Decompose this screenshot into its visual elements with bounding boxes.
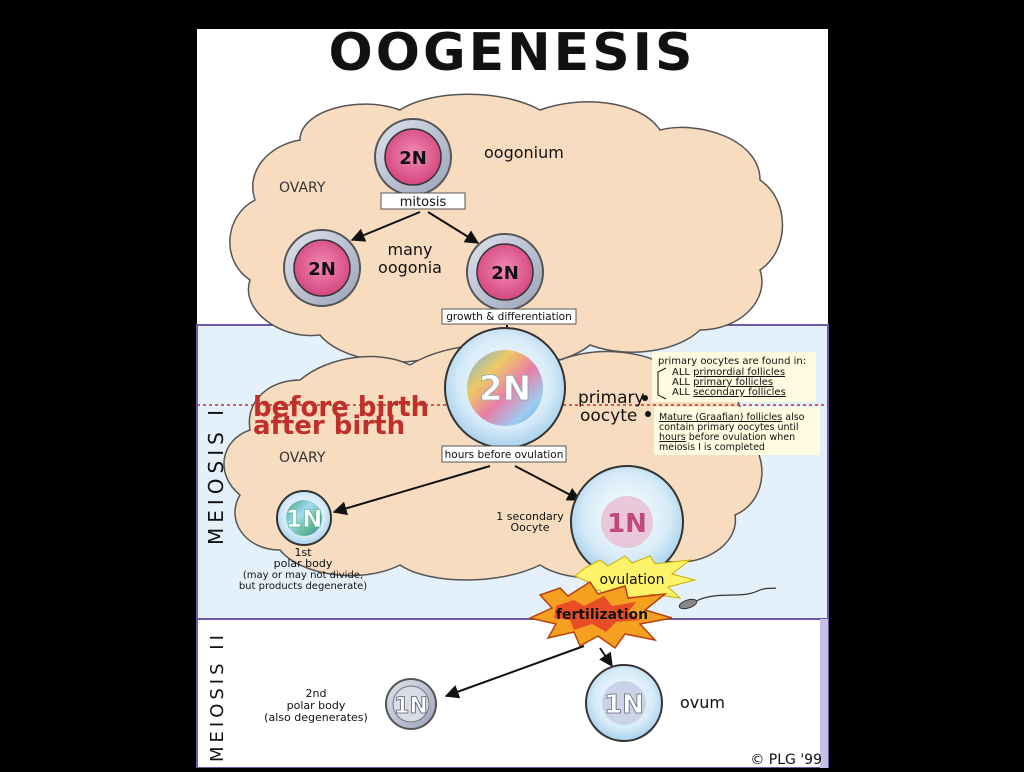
note-mature-line2: contain primary oocytes until (659, 422, 799, 433)
growth-label: growth & differentiation (446, 311, 571, 323)
oogonia-left-ploidy: 2N (308, 259, 336, 280)
note-mature-line3: hours before ovulation when (659, 432, 795, 443)
secondary-oocyte-ploidy: 1N (607, 509, 647, 539)
meiosis-1-label: MEIOSIS I (204, 405, 228, 545)
primary-oocyte-cell: 2N (444, 327, 566, 449)
secondary-line2: Oocyte (510, 521, 549, 534)
before-birth-label: before birth (253, 391, 429, 423)
arrow-to-polar-body-1 (332, 465, 491, 516)
arrow-mitosis-left (350, 211, 421, 242)
note-mature-line1-rest: also (782, 412, 804, 423)
oogonium-cell: 2N (374, 118, 452, 196)
primary-label: primary (578, 388, 645, 408)
note-mature-line3-link: hours (659, 432, 686, 443)
polar-body-2-cell: 1N (385, 678, 437, 730)
bullet-oocyte (645, 411, 651, 417)
arrow-mitosis-right (427, 211, 480, 244)
growth-box (441, 308, 577, 325)
ovary-label-top: OVARY (279, 180, 326, 196)
copyright-label: © PLG '99 (750, 752, 822, 768)
note-primary-item3-prefix: ALL (672, 387, 693, 398)
note-mature-line1: Mature (Graafian) follicles also (659, 412, 805, 423)
sperm-icon (678, 587, 777, 610)
polar2-line2: polar body (287, 699, 346, 712)
note-mature-follicles: Mature (Graafian) follicles also contain… (654, 407, 820, 455)
fertilization-label: fertilization (556, 607, 648, 623)
polar2-line3: (also degenerates) (264, 711, 368, 724)
polar2-line1: 2nd (306, 687, 327, 700)
secondary-line1: 1 secondary (496, 510, 564, 523)
note-mature-line4: meiosis I is completed (659, 442, 765, 453)
hours-label: hours before ovulation (445, 449, 564, 461)
meiosis-2-label: MEIOSIS II (207, 631, 228, 762)
arrow-to-polar-body-2 (444, 645, 585, 699)
note-primary-item2-link: primary follicles (693, 377, 773, 388)
note-primary-line1: primary oocytes are found in: (658, 356, 806, 367)
secondary-oocyte-cell: 1N (570, 465, 684, 579)
note-mature-line1-link: Mature (Graafian) follicles (659, 412, 782, 423)
ovum-label: ovum (680, 693, 725, 712)
ovum-ploidy: 1N (604, 690, 644, 720)
oogonium-ploidy: 2N (399, 148, 427, 169)
after-birth-label: after birth (253, 411, 405, 441)
ovary-label-bottom: OVARY (279, 450, 326, 466)
hours-box (441, 445, 567, 463)
note-mature-line3-rest: before ovulation when (686, 432, 795, 443)
oocyte-label: oocyte (580, 406, 637, 426)
ovary-cloud-top (229, 93, 784, 369)
ovum-cell: 1N (585, 664, 663, 742)
note-primary-item2-prefix: ALL (672, 377, 693, 388)
note-primary-item2: ALL primary follicles (672, 377, 773, 388)
meiosis-2-band (196, 618, 829, 769)
polar1-line1: 1st (294, 546, 312, 559)
note-primary-item1: ALL primordial follicles (672, 367, 785, 378)
oogonia-right-ploidy: 2N (491, 263, 519, 284)
mitosis-box (380, 192, 466, 210)
primary-oocyte-ploidy: 2N (479, 369, 531, 409)
oogonia-label: oogonia (378, 258, 442, 277)
note-primary-item3-link: secondary follicles (693, 387, 786, 398)
diagram-title: OOGENESIS (329, 23, 696, 83)
polar1-line3: (may or may not divide, (243, 570, 363, 581)
oogonium-label: oogonium (484, 143, 564, 162)
oogonia-cell-right: 2N (466, 233, 544, 311)
note-primary-oocytes: primary oocytes are found in: ALL primor… (652, 352, 816, 402)
polar-body-2-ploidy: 1N (394, 694, 428, 719)
arrow-to-ovum (599, 647, 613, 668)
note-primary-item1-prefix: ALL (672, 367, 693, 378)
arrow-to-secondary-oocyte (514, 465, 582, 501)
bullet-primary (642, 395, 648, 401)
mitosis-label: mitosis (400, 195, 447, 210)
oogonia-cell-left: 2N (283, 229, 361, 307)
many-label: many (388, 240, 433, 259)
polar1-line4: but products degenerate) (239, 581, 367, 592)
polar-body-1-cell: 1N (276, 490, 332, 546)
note-primary-item3: ALL secondary follicles (672, 387, 786, 398)
ovulation-label: ovulation (599, 572, 664, 588)
polar-body-1-ploidy: 1N (286, 505, 323, 533)
polar1-line2: polar body (274, 557, 333, 570)
note-primary-item1-link: primordial follicles (693, 367, 785, 378)
meiosis-2-band-edge (820, 619, 828, 768)
